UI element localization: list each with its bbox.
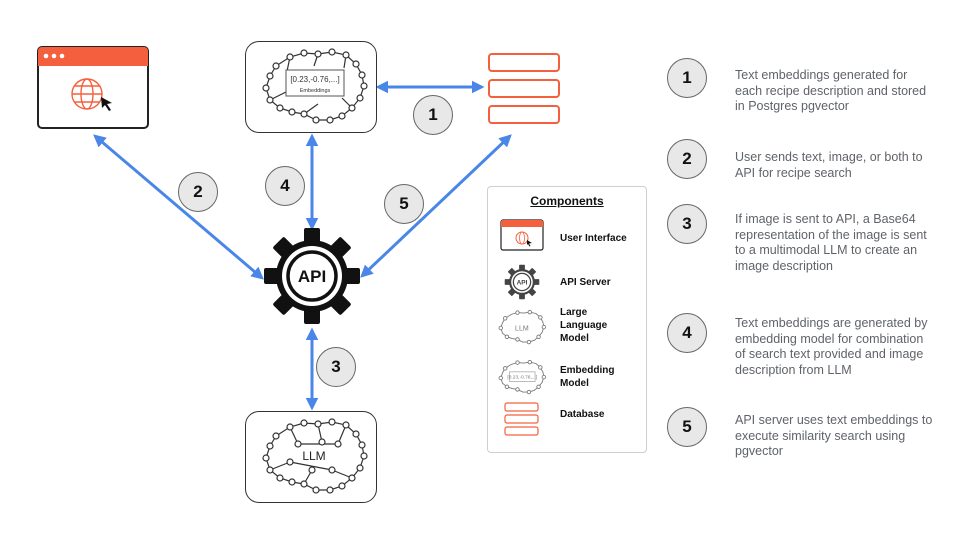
legend-gear-icon: API xyxy=(504,264,540,300)
legend-api-text: API xyxy=(517,280,528,287)
legend-label-api-server: API Server xyxy=(560,277,611,288)
api-label: API xyxy=(298,267,326,286)
step-number-3: 3 xyxy=(667,204,707,244)
database-node xyxy=(487,52,563,124)
arrow-badge-5: 5 xyxy=(384,184,424,224)
browser-window-icon xyxy=(37,46,149,129)
user-interface-node xyxy=(37,46,149,129)
step-text-3: If image is sent to API, a Base64 repres… xyxy=(735,212,927,273)
legend-label-embedding-model: Embedding Model xyxy=(560,365,615,389)
arrow-badge-1: 1 xyxy=(413,95,453,135)
api-gear-icon: API xyxy=(264,228,360,324)
step-number-5: 5 xyxy=(667,407,707,447)
step-number-2: 2 xyxy=(667,139,707,179)
legend-llm-icon: LLM xyxy=(498,309,547,345)
legend-database-icon xyxy=(504,402,539,436)
step-number-1: 1 xyxy=(667,58,707,98)
arrow-badge-3: 3 xyxy=(316,347,356,387)
embedding-caption: Embeddings xyxy=(300,88,331,94)
arrow-badge-4: 4 xyxy=(265,166,305,206)
step-number-4: 4 xyxy=(667,313,707,353)
legend-label-user-interface: User Interface xyxy=(560,233,627,244)
embedding-model-node: [0.23,-0.76,...] Embeddings xyxy=(245,41,377,133)
arrow-ui-api xyxy=(93,134,264,280)
llm-label: LLM xyxy=(302,449,325,463)
api-server-node: API xyxy=(262,226,362,326)
cursor-icon xyxy=(101,97,112,111)
legend-browser-icon xyxy=(500,219,544,251)
legend-embedding-icon: [0.23,-0.76,...] xyxy=(498,359,547,395)
llm-network-icon: LLM xyxy=(262,418,368,494)
globe-icon xyxy=(71,78,103,110)
step-text-1: Text embeddings generated for each recip… xyxy=(735,68,927,113)
legend-llm-text: LLM xyxy=(515,326,529,333)
legend-embedding-text: [0.23,-0.76,...] xyxy=(507,374,537,380)
llm-node: LLM xyxy=(245,411,377,503)
legend-label-database: Database xyxy=(560,409,605,420)
step-text-4: Text embeddings are generated by embeddi… xyxy=(735,316,928,377)
step-text-5: API server uses text embeddings to execu… xyxy=(735,413,933,458)
database-stack-icon xyxy=(488,53,560,124)
legend-title: Components xyxy=(530,194,604,208)
embedding-vector-text: [0.23,-0.76,...] xyxy=(290,75,339,84)
arrow-db-api xyxy=(360,134,512,278)
step-text-2: User sends text, image, or both to API f… xyxy=(735,150,923,180)
components-legend: Components User Interface API API Server xyxy=(487,186,647,453)
legend-label-llm: Large Language Model xyxy=(560,307,608,344)
embedding-network-icon: [0.23,-0.76,...] Embeddings xyxy=(262,48,368,124)
arrow-badge-2: 2 xyxy=(178,172,218,212)
